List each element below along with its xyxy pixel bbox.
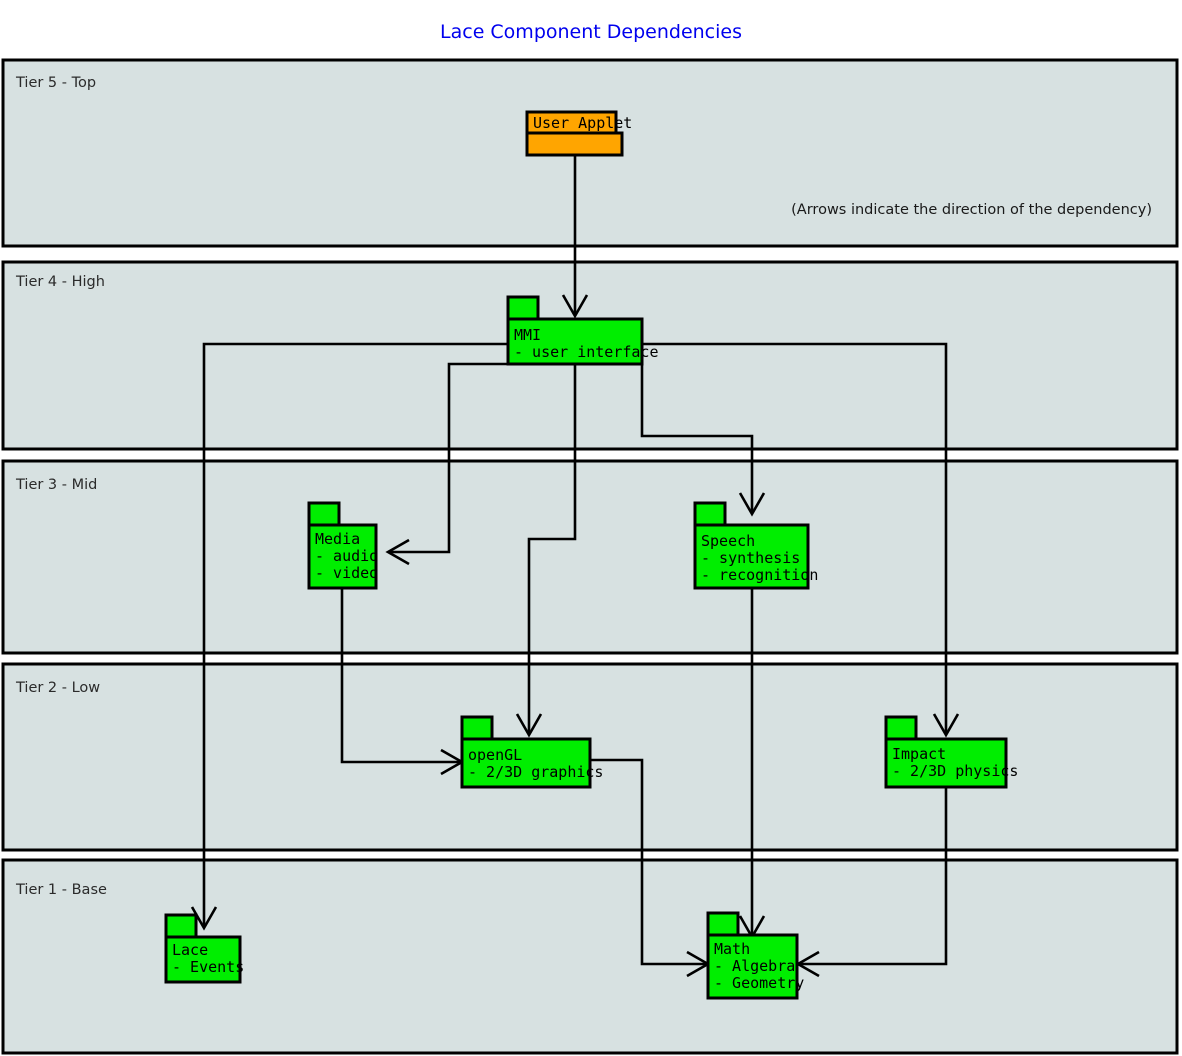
package-user-applet-body [525, 131, 624, 157]
package-user-applet-label: User Applet [533, 114, 632, 132]
package-mmi[interactable]: MMI - user interface [506, 295, 659, 366]
package-speech[interactable]: Speech - synthesis - recognition [693, 501, 818, 590]
package-media-item-1: - video [315, 564, 378, 582]
page-title: Lace Component Dependencies [440, 21, 742, 43]
package-math[interactable]: Math - Algebra - Geometry [706, 911, 804, 1000]
package-math-item-0: - Algebra [714, 957, 795, 975]
package-media[interactable]: Media - audio - video [307, 501, 378, 590]
tier-group-tier3: Tier 3 - Mid [1, 459, 1179, 655]
connector-mmi-to-opengl [515, 364, 577, 738]
package-lace-item-0: - Events [172, 958, 244, 976]
package-media-body [307, 523, 378, 590]
tier-label-tier1: Tier 1 - Base [15, 882, 107, 898]
package-math-label: Math [714, 940, 750, 958]
package-opengl-tab [460, 715, 494, 743]
connector-mmi-to-speech [640, 364, 766, 517]
package-lace[interactable]: Lace - Events [164, 913, 244, 984]
package-media-item-0: - audio [315, 547, 378, 565]
package-math-tab [706, 911, 740, 939]
package-mmi-body [506, 317, 644, 366]
package-opengl-label: openGL [468, 746, 522, 764]
package-speech-body [693, 523, 810, 590]
package-mmi-item-0: - user interface [514, 343, 659, 361]
package-user-applet[interactable]: User Applet [525, 110, 632, 157]
dependency-connectors [190, 155, 960, 978]
connector-mmi-to-media [385, 362, 508, 566]
package-opengl-item-0: - 2/3D graphics [468, 763, 603, 781]
package-lace-tab [164, 913, 198, 941]
package-speech-tab [693, 501, 727, 529]
package-impact-item-0: - 2/3D physics [892, 762, 1018, 780]
package-math-body [706, 933, 799, 1000]
package-media-tab [307, 501, 341, 529]
tier-rect-tier3 [1, 459, 1179, 655]
package-mmi-label: MMI [514, 326, 541, 344]
package-speech-item-0: - synthesis [701, 549, 800, 567]
tier-label-tier4: Tier 4 - High [15, 274, 105, 290]
package-media-label: Media [315, 530, 360, 548]
tier-label-tier5: Tier 5 - Top [15, 75, 96, 91]
package-speech-item-1: - recognition [701, 566, 818, 584]
package-opengl[interactable]: openGL - 2/3D graphics [460, 715, 603, 789]
package-opengl-body [460, 737, 592, 789]
package-mmi-tab [506, 295, 540, 323]
tier-label-tier2: Tier 2 - Low [15, 680, 100, 696]
connector-mmi-to-impact [642, 342, 960, 738]
arrow-direction-note: (Arrows indicate the direction of the de… [791, 202, 1152, 218]
package-impact[interactable]: Impact - 2/3D physics [884, 715, 1018, 789]
connector-user-applet-to-mmi [561, 155, 589, 319]
package-impact-label: Impact [892, 745, 946, 763]
package-lace-body [164, 935, 242, 984]
package-speech-label: Speech [701, 532, 755, 550]
package-lace-label: Lace [172, 941, 208, 959]
package-impact-tab [884, 715, 918, 743]
tier-label-tier3: Tier 3 - Mid [15, 477, 97, 493]
package-impact-body [884, 737, 1008, 789]
package-math-item-1: - Geometry [714, 974, 804, 992]
